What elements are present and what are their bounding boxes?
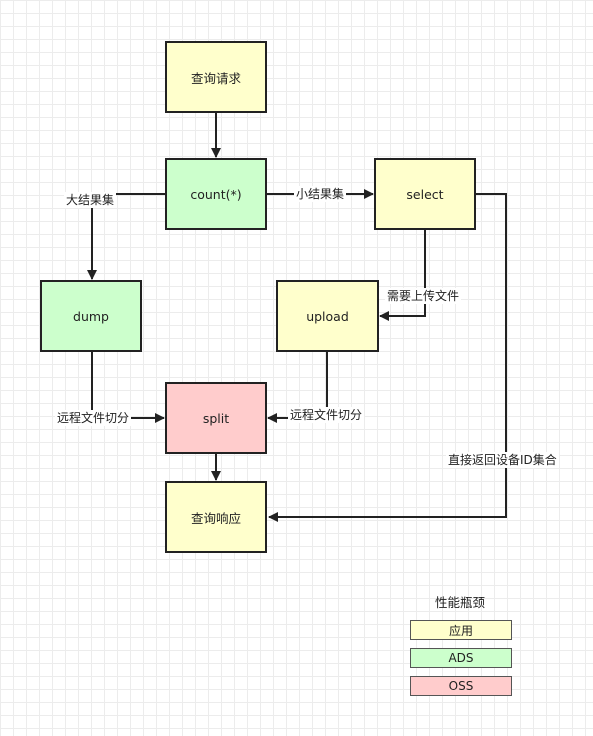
edge-label-large-result: 大结果集 <box>64 192 117 208</box>
edge-label-small-result: 小结果集 <box>294 186 347 202</box>
edge-label-need-upload: 需要上传文件 <box>385 288 462 304</box>
node-query-response-label: 查询响应 <box>190 510 241 526</box>
edge-label-return-ids: 直接返回设备ID集合 <box>446 452 559 468</box>
node-dump: dump <box>40 280 142 352</box>
edge-label-remote-split-right: 远程文件切分 <box>288 407 365 423</box>
node-select-label: select <box>406 186 444 202</box>
legend-item-ads-label: ADS <box>448 651 474 665</box>
node-dump-label: dump <box>73 308 109 324</box>
node-count: count(*) <box>165 158 267 230</box>
node-query-response: 查询响应 <box>165 481 267 553</box>
node-select: select <box>374 158 476 230</box>
legend-item-oss-label: OSS <box>448 679 474 693</box>
legend-item-app-label: 应用 <box>448 623 473 638</box>
node-query-request-label: 查询请求 <box>190 70 241 86</box>
edge-select-to-response <box>268 193 507 522</box>
edge-label-remote-split-left: 远程文件切分 <box>55 410 132 426</box>
node-upload-label: upload <box>306 308 349 324</box>
node-split-label: split <box>202 410 230 426</box>
node-query-request: 查询请求 <box>165 41 267 113</box>
node-upload: upload <box>276 280 379 352</box>
legend-title: 性能瓶颈 <box>435 595 486 610</box>
node-split: split <box>165 382 267 454</box>
edge-dump-to-split <box>91 352 165 423</box>
legend-item-app: 应用 <box>410 620 512 640</box>
legend-item-ads: ADS <box>410 648 512 668</box>
legend-item-oss: OSS <box>410 676 512 696</box>
node-count-label: count(*) <box>190 186 242 202</box>
edge-select-to-upload <box>379 230 426 321</box>
